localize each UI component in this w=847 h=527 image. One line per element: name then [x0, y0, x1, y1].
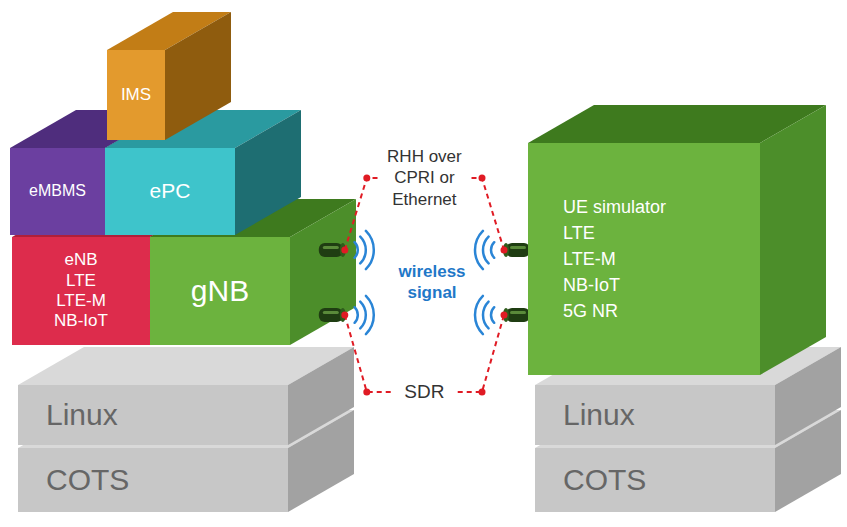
box-text: Linux — [563, 398, 635, 433]
signal-wave — [491, 242, 494, 258]
signal-wave — [475, 296, 483, 334]
link-label: RHH over CPRI or Ethernet — [381, 146, 467, 210]
antenna-highlight — [323, 246, 339, 249]
link-dot — [341, 312, 348, 319]
link-dot — [501, 312, 508, 319]
hardware-box: COTS — [18, 448, 288, 512]
antennas — [319, 231, 530, 334]
box-text: NB-IoT — [563, 272, 620, 298]
signal-wave — [355, 242, 358, 258]
link-dot — [479, 389, 486, 396]
box-text: NB-IoT — [54, 311, 108, 331]
link-dot — [363, 175, 370, 182]
box-text: eMBMS — [29, 182, 86, 200]
ims-box: IMS — [107, 50, 165, 140]
antenna — [319, 308, 343, 322]
box-side-face — [165, 12, 231, 140]
box-text: LTE — [66, 271, 96, 291]
box-text: ePC — [150, 179, 191, 203]
link-label-box: RHH over CPRI or Ethernet — [378, 145, 470, 211]
antenna-highlight — [510, 246, 526, 249]
antenna-highlight — [510, 311, 526, 314]
box-side-face — [760, 105, 826, 375]
link-dot — [363, 389, 370, 396]
box-text: 5G NR — [563, 298, 618, 324]
gnb-box: gNB — [150, 237, 290, 345]
signal-wave — [491, 307, 494, 323]
box-text: IMS — [121, 85, 151, 105]
os-box: Linux — [535, 385, 775, 445]
box-depth — [528, 105, 826, 375]
signal-wave — [355, 307, 358, 323]
embms-box: eMBMS — [10, 148, 105, 235]
os-box: Linux — [18, 385, 288, 445]
link-dot — [341, 247, 348, 254]
signal-wave — [483, 302, 489, 329]
box-side-face — [775, 347, 841, 445]
box-side-face — [288, 347, 354, 445]
box-text: COTS — [46, 463, 129, 498]
box-depth — [107, 12, 231, 140]
enb-box: eNBLTELTE-MNB-IoT — [12, 237, 150, 345]
free-label-box: wireless signal — [392, 261, 472, 304]
box-text: LTE-M — [563, 246, 616, 272]
epc-box: ePC — [105, 148, 235, 235]
link-dot — [479, 175, 486, 182]
hardware-box: COTS — [535, 448, 775, 512]
antenna — [319, 243, 343, 257]
link-label-box: SDR — [394, 379, 454, 405]
signal-wave — [366, 296, 374, 334]
signal-wave — [366, 231, 374, 269]
link-dot — [501, 247, 508, 254]
box-text: LTE-M — [56, 291, 106, 311]
box-text: UE simulator — [563, 194, 666, 220]
signal-wave — [360, 302, 366, 329]
box-side-face — [235, 110, 301, 235]
box-text: gNB — [191, 274, 249, 309]
signal-wave — [360, 237, 366, 264]
antenna — [506, 243, 530, 257]
antenna-highlight — [323, 311, 339, 314]
signal-wave — [483, 237, 489, 264]
box-text: Linux — [46, 398, 118, 433]
box-text: eNB — [64, 250, 97, 270]
link-label: SDR — [397, 380, 451, 404]
ue-simulator-box: UE simulatorLTELTE-MNB-IoT5G NR — [528, 143, 760, 375]
signal-label: wireless signal — [392, 261, 472, 304]
signal-wave — [475, 231, 483, 269]
antenna — [506, 308, 530, 322]
box-text: LTE — [563, 220, 595, 246]
box-text: COTS — [563, 463, 646, 498]
box-depth — [18, 347, 354, 445]
box-side-face — [290, 199, 356, 345]
